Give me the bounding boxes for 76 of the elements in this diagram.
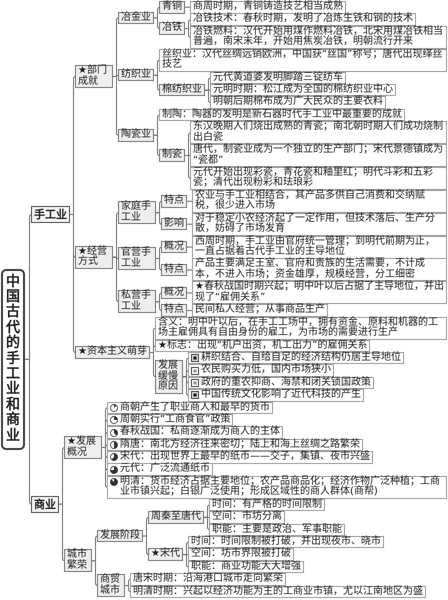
detail-box: ★标志：出现“机户出资，机工出力”的雇佣关系 — [156, 340, 370, 352]
main-topic-box: 商业 — [32, 496, 58, 512]
detail-text: 中国传统文化影响了近代科技的产生 — [200, 390, 361, 401]
subtopic-box: 特点 — [162, 264, 186, 276]
subtopic-box: 私营手工业 — [119, 291, 155, 312]
connector-line — [124, 585, 132, 592]
connector-line — [154, 301, 162, 312]
subtopic-box: 官营手工业 — [119, 248, 155, 270]
subtopic-box: 冶金业 — [119, 12, 153, 24]
detail-text: 春秋战国：私商逐渐成为商人的主体 — [120, 427, 280, 438]
detail-box: 元代开始出现彩瓷，青花瓷和釉里红；明代斗彩和五彩瓷；清代出现粉彩和珐琅彩 — [191, 168, 446, 189]
main-topic-box: 手工业 — [32, 207, 69, 222]
detail-text: 明清：货币经济占据主要地位；农产品商品化；经济作物广泛种植；工商业市镇兴起；白银广泛使用；形成区域性的商人群体(商帮) — [120, 476, 441, 498]
detail-box: 时间：时间限制被打破，并出现夜市、晓市 — [188, 536, 383, 548]
subtopic-box: 城市繁荣 — [65, 550, 91, 572]
subtopic-box: ★部门成就 — [76, 66, 112, 88]
subtopic-box: 制瓷 — [160, 150, 184, 161]
connector-line — [184, 28, 192, 38]
detail-box: 冶铁燃料：汉代开始用煤作燃料冶铁，北宋用煤冶铁相当普遍，南宋末年，开始用焦炭冶铁，明朝流行开来 — [191, 26, 446, 48]
detail-box: 时间：有严格的时间限制 — [210, 500, 324, 510]
detail-box: 东汉晚期人们烧出成熟的青瓷；南北朝时期人们成功烧制出白瓷 — [191, 122, 446, 144]
subtopic-box: 陶瓷业 — [119, 130, 153, 140]
detail-box: 商周时期，青铜铸造技艺相当成熟 — [191, 2, 345, 12]
detail-box: 元明时期：松江成为全国的棉纺织业中心 — [211, 84, 395, 96]
subtopic-box: 商贸城市 — [98, 575, 124, 596]
detail-box: 职能：主要是政治、军事职能 — [210, 524, 344, 536]
subtopic-box: 家庭手工业 — [119, 202, 155, 224]
connector-line — [154, 212, 162, 225]
detail-box: 民间私人经营；从事商品生产 — [193, 305, 327, 316]
detail-box: 职能：商业功能大大增强 — [188, 562, 303, 572]
detail-box: 西周时期，手工业由官府统一管理；到明代前期为止，一直占据着古代手工业的主导地位 — [193, 236, 446, 258]
subtopic-box: ★发展概况 — [65, 437, 101, 458]
detail-box: 明朝后期棉布成为广大民众的主要衣料 — [211, 97, 385, 108]
connector-line — [24, 358, 32, 505]
subtopic-box: ★资本主义萌芽 — [76, 347, 149, 358]
detail-text: 隋唐：南北方经济往来密切；陆上和海上丝绸之路繁荣 — [120, 440, 360, 450]
detail-text: 农民购买力低，国内市场狭小 — [200, 365, 331, 376]
subtopic-box: 冶铁 — [160, 23, 184, 34]
detail-box: 明清时期：兴起以经济功能为主的工商业市镇，尤以江南地区为盛 — [131, 586, 425, 597]
detail-box — [108, 414, 232, 426]
connector-line — [148, 345, 156, 353]
subtopic-box: 青铜 — [160, 2, 184, 12]
detail-box: 空间：市坊分离 — [210, 512, 284, 523]
connector-line — [181, 376, 190, 384]
detail-text: 周朝实行“工商食官”政策 — [120, 414, 230, 425]
subtopic-box: 棉纺织业 — [160, 84, 204, 96]
detail-text: 元代：广泛流通纸币 — [120, 464, 210, 475]
detail-box: 空间：坊市界限被打破 — [188, 549, 293, 560]
subtopic-box: ★经营方式 — [76, 246, 112, 268]
subtopic-box: 发展缓慢原因 — [156, 361, 182, 393]
detail-box: 冶铁技术：春秋时期，发明了冶炼生铁和钢的技术 — [191, 14, 415, 25]
subtopic-box: 影响 — [162, 218, 186, 230]
subtopic-box: 特点 — [162, 305, 186, 316]
detail-box: 对于稳定小农经济起了一定作用，但技术落后、生产分散，妨碍了市场发育 — [193, 214, 446, 235]
connector-line — [152, 17, 160, 29]
detail-box: 唐代，制瓷业成为一个独立的生产部门；宋代景德镇成为“瓷都” — [191, 145, 446, 166]
detail-box: 元代黄道婆发明脚踏三锭纺车 — [211, 72, 345, 84]
subtopic-box: 概况 — [162, 288, 186, 298]
connector-line — [142, 536, 150, 556]
subtopic-box: 周秦至唐代 — [149, 512, 203, 523]
subtopic-box: 发展阶段 — [98, 530, 142, 542]
detail-text: 耕织结合、自给自足的经济结构仍居主导地位 — [200, 352, 401, 363]
subtopic-box: 概况 — [162, 242, 186, 252]
detail-box: 农业与手工业相结合，其产品多供自己消费和交纳赋税，很少进入市场 — [193, 190, 446, 212]
connector-line — [152, 74, 160, 91]
detail-text: 政府的重农抑商、海禁和闭关锁国政策 — [200, 378, 371, 388]
subtopic-box: 纺织业 — [119, 70, 153, 80]
connector-line — [90, 560, 98, 586]
detail-text: 宋代：出现世界上最早的纸币——交子，集镇、夜市兴盛 — [120, 452, 370, 462]
title-box: 中国古代的手工业和商业 — [1, 268, 25, 450]
detail-box: ★春秋战国时期兴起；明中叶以后占据了主导地位，并出现了“雇佣关系” — [193, 282, 446, 304]
connector-line — [58, 504, 66, 562]
detail-box: 产品主要满足王室、官府和贵族的生活需要，不计成本，不进入市场；资金雄厚，规模经营，分工细密 — [193, 259, 446, 280]
subtopic-box: ★宋代 — [149, 549, 182, 560]
connector-line — [152, 114, 160, 136]
subtopic-box: 特点 — [162, 196, 186, 207]
